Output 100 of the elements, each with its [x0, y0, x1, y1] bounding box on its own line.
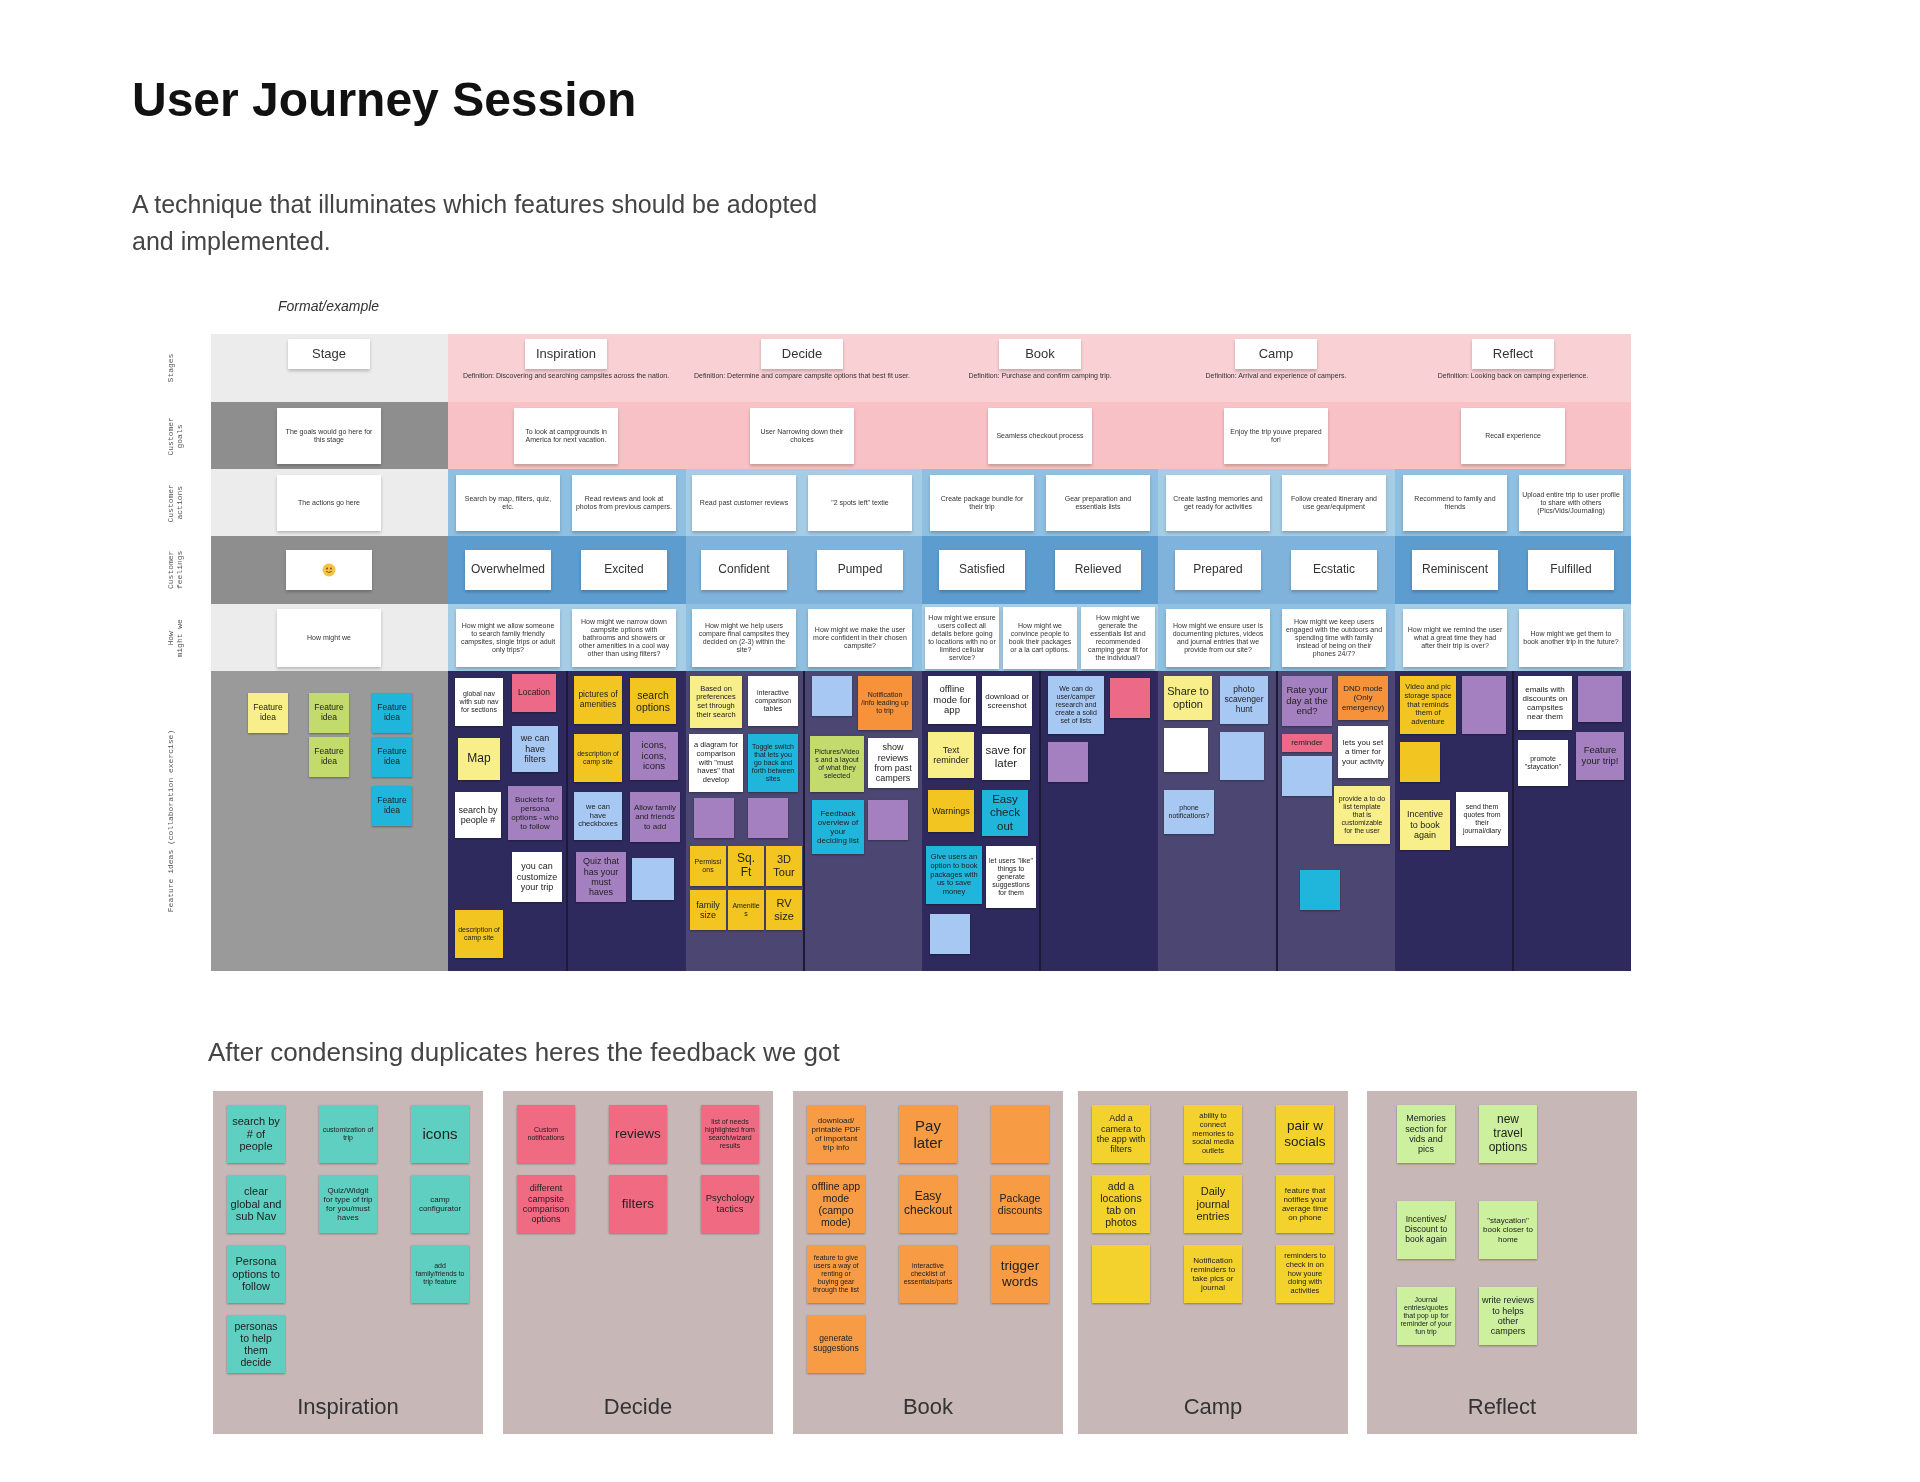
journey-card: Pumped — [817, 550, 903, 590]
journey-card: Fulfilled — [1528, 550, 1614, 590]
row-label: Feature ideas (collaboration exercise) — [166, 729, 175, 913]
sticky-note: 3D Tour — [766, 846, 802, 886]
journey-card: Relieved — [1055, 550, 1141, 590]
sticky-note: search options — [630, 678, 676, 724]
sticky-note: emails with discounts on campsites near them — [1518, 676, 1572, 730]
journey-card: Reminiscent — [1412, 550, 1498, 590]
sticky-note: icons, icons, icons — [630, 732, 678, 780]
sticky-note: Psychology tactics — [701, 1175, 759, 1233]
sticky-note: offline mode for app — [928, 676, 976, 724]
sticky-note: download or screenshot — [982, 676, 1032, 726]
section-heading: After condensing duplicates heres the feedback we got — [208, 1037, 840, 1068]
journey-card: Confident — [701, 550, 787, 590]
journey-card: Satisfied — [939, 550, 1025, 590]
sticky-note: Pay later — [899, 1105, 957, 1163]
sticky-note: search by # of people — [227, 1105, 285, 1163]
sticky-note — [868, 800, 908, 840]
journey-card: Ecstatic — [1291, 550, 1377, 590]
journey-card: Inspiration — [525, 339, 607, 369]
summary-panel — [793, 1091, 1063, 1434]
sticky-note: Feature idea — [309, 693, 349, 733]
sticky-note: Feature idea — [372, 737, 412, 777]
sticky-note: Feature idea — [309, 737, 349, 777]
sticky-note: Memories section for vids and pics — [1397, 1105, 1455, 1163]
sticky-note — [1300, 870, 1340, 910]
sticky-note — [1282, 756, 1332, 796]
row-label: Customer actions — [166, 482, 184, 524]
sticky-note: search by people # — [455, 792, 501, 838]
sticky-note — [1164, 728, 1208, 772]
sticky-note: Incentives/ Discount to book again — [1397, 1201, 1455, 1259]
journey-card — [286, 550, 372, 590]
journey-card: Decide — [761, 339, 843, 369]
sticky-note: download/ printable PDF of important trip info — [807, 1105, 865, 1163]
sticky-note: generate suggestions — [807, 1315, 865, 1373]
sticky-note: Feedback overview of your deciding list — [812, 800, 864, 854]
row-label: How might we — [166, 617, 184, 659]
sticky-note: Feature idea — [372, 786, 412, 826]
sticky-note: new travel options — [1479, 1105, 1537, 1163]
journey-card: Reflect — [1472, 339, 1554, 369]
sticky-note: Feature idea — [372, 693, 412, 733]
sticky-note: Location — [512, 674, 556, 712]
page-title: User Journey Session — [132, 72, 637, 127]
sticky-note: pair w socials — [1276, 1105, 1334, 1163]
sticky-note: Allow family and friends to add — [630, 792, 680, 842]
sticky-note: Buckets for persona options - who to follow — [508, 786, 562, 840]
journey-card: Stage — [288, 339, 370, 369]
journey-card: Book — [999, 339, 1081, 369]
sticky-note: lets you set a timer for your activity — [1338, 726, 1388, 778]
panel-heading: Camp — [1182, 1394, 1244, 1420]
sticky-note: Sq. Ft — [728, 846, 764, 886]
panel-heading: Inspiration — [296, 1394, 400, 1420]
sticky-note: family size — [690, 890, 726, 930]
sticky-note — [1110, 678, 1150, 718]
sticky-note — [694, 798, 734, 838]
journey-card: Camp — [1235, 339, 1317, 369]
sticky-note — [1578, 676, 1622, 722]
sticky-note — [812, 676, 852, 716]
sticky-note: Persona options to follow — [227, 1245, 285, 1303]
sticky-note: Text reminder — [928, 732, 974, 778]
sticky-note: icons — [411, 1105, 469, 1163]
sticky-note: Quiz/Widgit for type of trip for you/must haves — [319, 1175, 377, 1233]
panel-heading: Decide — [602, 1394, 674, 1420]
sticky-note: Share to option — [1164, 676, 1212, 720]
sticky-note: Easy checkout — [899, 1175, 957, 1233]
sticky-note: Map — [458, 738, 500, 780]
summary-panel — [503, 1091, 773, 1434]
sticky-note: personas to help them decide — [227, 1315, 285, 1373]
format-note: Format/example — [278, 298, 380, 314]
sticky-note: Incentive to book again — [1400, 800, 1450, 850]
sticky-note: offline app mode (campo mode) — [807, 1175, 865, 1233]
journey-card: Excited — [581, 550, 667, 590]
sticky-note: camp configurator — [411, 1175, 469, 1233]
sticky-note: Feature idea — [248, 693, 288, 733]
summary-panel — [213, 1091, 483, 1434]
sticky-note: clear global and sub Nav — [227, 1175, 285, 1233]
row-label: Customer feelings — [166, 549, 184, 592]
row-label: Customer goals — [166, 415, 184, 457]
sticky-note — [1092, 1245, 1150, 1303]
sticky-note: feature that notifies your average time on phone — [1276, 1175, 1334, 1233]
sticky-note: "staycation" book closer to home — [1479, 1201, 1537, 1259]
sticky-note — [991, 1105, 1049, 1163]
sticky-note: Package discounts — [991, 1175, 1049, 1233]
sticky-note: RV size — [766, 890, 802, 930]
journey-card: Overwhelmed — [465, 550, 551, 590]
sticky-note: Daily journal entries — [1184, 1175, 1242, 1233]
sticky-note: show reviews from past campers — [868, 738, 918, 788]
panel-heading: Book — [901, 1394, 955, 1420]
sticky-note: trigger words — [991, 1245, 1049, 1303]
subtitle: A technique that illuminates which features should be adopted and implemented. — [132, 189, 819, 257]
sticky-note — [930, 914, 970, 954]
sticky-note: Warnings — [928, 790, 974, 832]
sticky-note: you can customize your trip — [512, 852, 562, 902]
sticky-note — [1462, 676, 1506, 734]
sticky-note: add a locations tab on photos — [1092, 1175, 1150, 1233]
sticky-note: photo scavenger hunt — [1220, 676, 1268, 724]
sticky-note: reviews — [609, 1105, 667, 1163]
sticky-note — [1048, 742, 1088, 782]
panel-heading: Reflect — [1466, 1394, 1538, 1420]
journey-card: Prepared — [1175, 550, 1261, 590]
